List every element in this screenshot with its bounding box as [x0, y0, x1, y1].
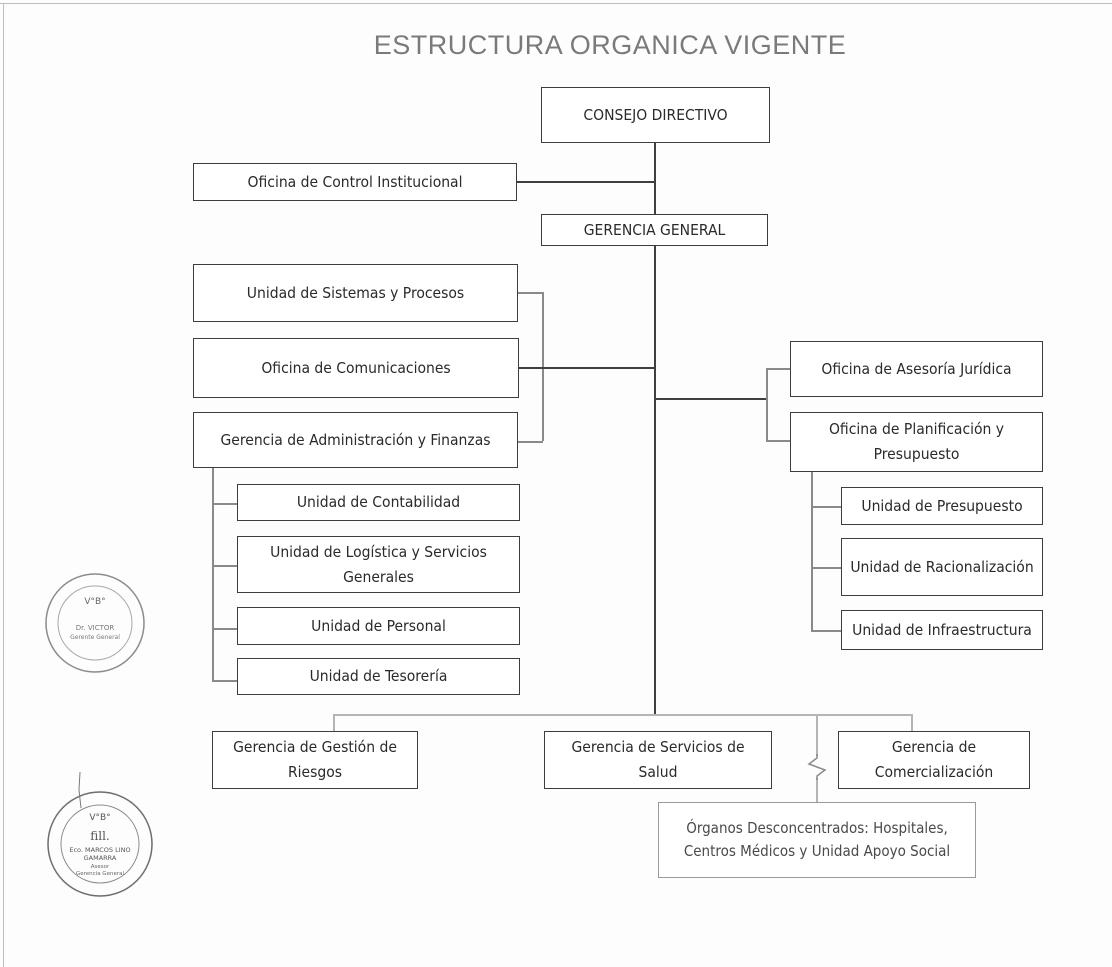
connector	[766, 368, 768, 441]
frame-left	[3, 3, 4, 967]
stamp-icon: V°B° Dr. VICTOR Gerente General	[45, 573, 145, 673]
box-gerencia-administracion-finanzas: Gerencia de Administración y Finanzas	[193, 412, 518, 468]
chart-title: ESTRUCTURA ORGANICA VIGENTE	[373, 30, 847, 60]
connector	[811, 506, 841, 508]
connector	[333, 714, 912, 716]
box-oficina-planificacion-presupuesto: Oficina de Planificación y Presupuesto	[790, 412, 1043, 472]
box-unidad-tesoreria: Unidad de Tesorería	[237, 658, 520, 695]
connector	[654, 143, 656, 216]
connector	[212, 468, 214, 680]
connector	[519, 367, 655, 369]
svg-text:V°B°: V°B°	[84, 597, 105, 607]
approval-seal-bottom: V°B° fill. Eco. MARCOS LINO GAMARRA Ases…	[46, 790, 154, 898]
connector	[811, 630, 841, 632]
connector	[811, 472, 813, 630]
connector	[816, 778, 818, 802]
box-unidad-sistemas-procesos: Unidad de Sistemas y Procesos	[193, 264, 518, 322]
svg-text:Asesor: Asesor	[91, 864, 110, 870]
box-gerencia-general: GERENCIA GENERAL	[541, 214, 768, 246]
svg-text:Dr. VICTOR: Dr. VICTOR	[76, 624, 115, 632]
connector	[517, 181, 655, 183]
connector	[212, 565, 237, 567]
connector	[656, 398, 766, 400]
svg-text:V°B°: V°B°	[89, 813, 110, 823]
svg-text:fill.: fill.	[90, 829, 110, 843]
connector	[766, 368, 790, 370]
connector	[766, 440, 790, 442]
box-unidad-logistica-servicios: Unidad de Logística y Servicios Generale…	[237, 536, 520, 593]
connector	[654, 246, 656, 714]
connector	[212, 503, 237, 505]
svg-text:Gerente General: Gerente General	[70, 634, 120, 641]
connector	[333, 714, 335, 731]
box-oficina-control-institucional: Oficina de Control Institucional	[193, 163, 517, 201]
box-gerencia-servicios-salud: Gerencia de Servicios de Salud	[544, 731, 772, 789]
break-symbol	[807, 754, 827, 780]
stamp-icon: V°B° fill. Eco. MARCOS LINO GAMARRA Ases…	[47, 791, 153, 897]
connector	[911, 714, 913, 731]
svg-text:Gerencia General: Gerencia General	[76, 871, 124, 877]
connector	[816, 714, 818, 756]
box-unidad-contabilidad: Unidad de Contabilidad	[237, 484, 520, 521]
connector	[542, 292, 544, 441]
svg-text:Eco. MARCOS LINO: Eco. MARCOS LINO	[69, 846, 130, 854]
connector	[212, 628, 237, 630]
box-consejo-directivo: CONSEJO DIRECTIVO	[541, 87, 770, 143]
box-oficina-comunicaciones: Oficina de Comunicaciones	[193, 338, 519, 398]
box-gerencia-comercializacion: Gerencia de Comercialización	[838, 731, 1030, 789]
box-unidad-infraestructura: Unidad de Infraestructura	[841, 610, 1043, 650]
box-organos-desconcentrados: Órganos Desconcentrados: Hospitales, Cen…	[658, 802, 976, 878]
box-gerencia-gestion-riesgos: Gerencia de Gestión de Riesgos	[212, 731, 418, 789]
signature-stroke	[78, 771, 82, 809]
connector	[518, 292, 543, 294]
connector	[212, 680, 237, 682]
box-oficina-asesoria-juridica: Oficina de Asesoría Jurídica	[790, 341, 1043, 397]
frame-top	[0, 3, 1112, 4]
approval-seal-top: V°B° Dr. VICTOR Gerente General	[44, 572, 146, 674]
box-unidad-racionalizacion: Unidad de Racionalización	[841, 538, 1043, 596]
connector	[518, 441, 543, 443]
box-unidad-presupuesto: Unidad de Presupuesto	[841, 487, 1043, 525]
connector	[811, 567, 841, 569]
svg-text:GAMARRA: GAMARRA	[84, 854, 117, 862]
box-unidad-personal: Unidad de Personal	[237, 607, 520, 645]
